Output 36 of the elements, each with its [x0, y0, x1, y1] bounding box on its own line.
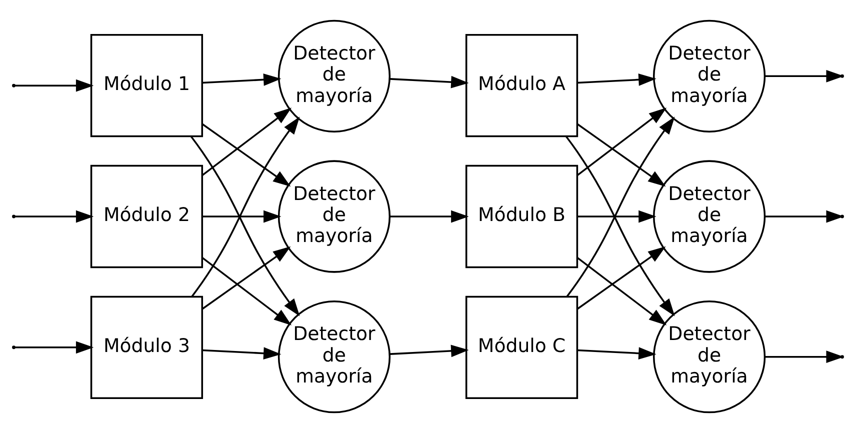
node-circle: Detector de mayoría: [278, 160, 391, 272]
arrow: [566, 116, 675, 296]
arrow: [577, 73, 656, 86]
node-circle: Detector de mayoría: [278, 19, 391, 132]
node-box: Módulo B: [465, 164, 578, 268]
arrow: [576, 122, 666, 186]
arrow: [576, 107, 667, 176]
arrow: [190, 135, 300, 316]
arrow: [202, 210, 282, 222]
arrow: [14, 78, 94, 92]
arrow: [202, 256, 292, 325]
arrow: [565, 135, 675, 316]
node-box: Módulo 3: [90, 295, 204, 399]
arrow: [202, 246, 291, 310]
arrow: [576, 246, 666, 310]
arrow: [202, 346, 282, 359]
arrow: [202, 107, 292, 176]
node-circle: Detector de mayoría: [278, 300, 391, 413]
arrow: [202, 122, 291, 186]
arrow: [390, 344, 469, 357]
arrow: [14, 210, 94, 222]
node-circle: Detector de mayoría: [652, 19, 766, 132]
node-box: Módulo C: [465, 295, 578, 399]
arrow: [202, 73, 282, 86]
arrow: [390, 75, 469, 88]
node-box: Módulo 1: [90, 33, 204, 137]
arrow: [576, 256, 667, 325]
arrow: [577, 346, 656, 359]
node-box: Módulo 2: [90, 164, 204, 268]
node-circle: Detector de mayoría: [652, 160, 766, 272]
node-box: Módulo A: [465, 33, 578, 137]
arrow: [390, 210, 469, 222]
arrow: [14, 340, 94, 354]
arrow: [191, 116, 300, 296]
arrow: [578, 210, 656, 222]
node-circle: Detector de mayoría: [652, 300, 766, 413]
